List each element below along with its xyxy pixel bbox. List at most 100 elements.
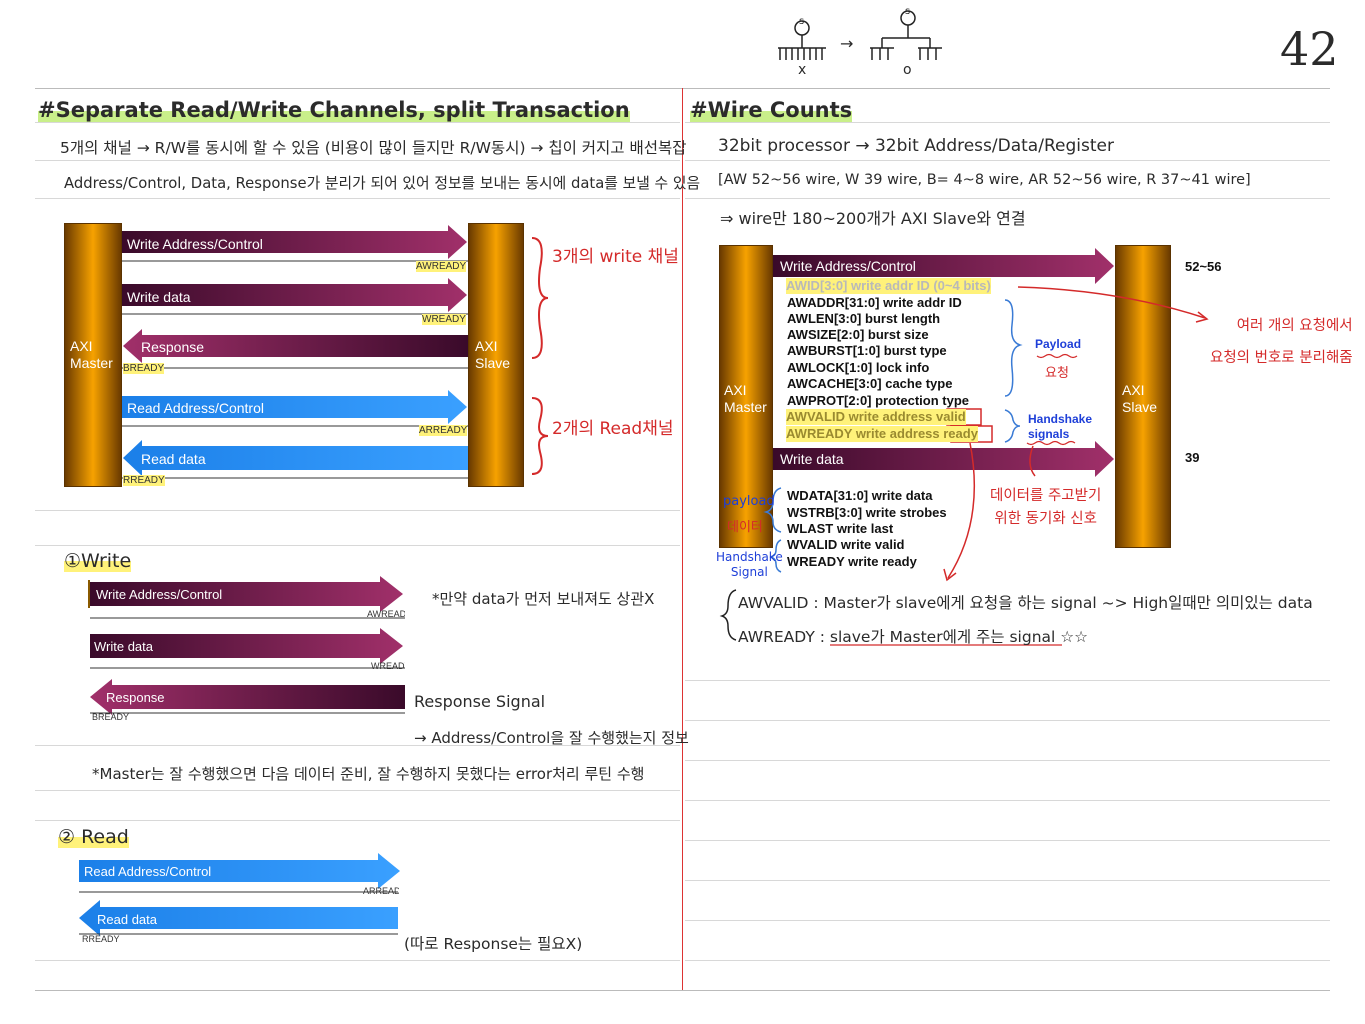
axi-master-box xyxy=(64,223,122,487)
arrow-write-address xyxy=(122,225,467,259)
axi-master-label: AXI Master xyxy=(70,338,113,371)
rule xyxy=(35,960,680,961)
arrow-w-channel xyxy=(773,441,1114,477)
write-heading: ①Write xyxy=(64,550,132,572)
axi-slave-box xyxy=(1115,245,1171,548)
channel-label: Write Address/Control xyxy=(96,587,223,602)
channel-label: Write data xyxy=(94,639,154,654)
aw-signal: AWBURST[1:0] burst type xyxy=(787,343,947,358)
right-title: #Wire Counts xyxy=(690,98,853,122)
right-line2: [AW 52~56 wire, W 39 wire, B= 4~8 wire, … xyxy=(718,172,1251,188)
rule xyxy=(685,720,1330,721)
page-number: 42 xyxy=(1280,22,1339,76)
aw-signal: AWSIZE[2:0] burst size xyxy=(787,327,929,342)
left-line1: 5개의 채널 → R/W를 동시에 할 수 있음 (비용이 많이 들지만 R/W… xyxy=(60,139,687,157)
write-note4: *Master는 잘 수행했으면 다음 데이터 준비, 잘 수행하지 못했다는 … xyxy=(92,765,645,783)
left-line2: Address/Control, Data, Response가 분리가 되어 … xyxy=(64,175,701,192)
rule xyxy=(685,198,1330,199)
rule xyxy=(35,790,680,791)
w-payload-note: 데이터 xyxy=(727,520,763,535)
rule xyxy=(685,122,1330,123)
arrow-aw-channel xyxy=(773,248,1114,284)
w-signal: WLAST write last xyxy=(787,521,894,536)
aw-signal-awid: AWID[3:0] write addr ID (0~4 bits) xyxy=(786,278,991,294)
read-note: (따로 Response는 필요X) xyxy=(404,935,583,953)
arrow-w-address xyxy=(90,576,403,612)
rule xyxy=(685,920,1330,921)
awvalid-definition: AWVALID : Master가 slave에게 요청을 하는 signal … xyxy=(738,594,1313,612)
rule xyxy=(35,122,680,123)
rule xyxy=(35,745,680,746)
axi-slave-box xyxy=(468,223,524,487)
w-payload-label: payload xyxy=(723,494,775,509)
channel-label: Write Address/Control xyxy=(780,258,916,274)
axi-master-label: AXI Master xyxy=(724,382,767,415)
signal-wready: WREADY xyxy=(422,314,466,325)
write-note1: *만약 data가 먼저 보내져도 상관X xyxy=(432,590,655,608)
write-note3: → Address/Control을 잘 수행했는지 정보 xyxy=(414,729,689,747)
channel-label: Write data xyxy=(780,451,844,467)
rule xyxy=(685,960,1330,961)
arrow-r-address xyxy=(79,853,400,889)
arrow-read-address xyxy=(122,390,467,424)
aw-wire-count: 52~56 xyxy=(1185,259,1222,274)
signal-awready: AWREADY xyxy=(416,261,467,272)
arrow-r-data xyxy=(79,900,398,936)
aw-signal: AWCACHE[3:0] cache type xyxy=(787,376,953,391)
signal-arready: ARREADY xyxy=(363,886,399,896)
arrow-read-data xyxy=(123,440,468,476)
signal-bready: BREADY xyxy=(123,363,165,374)
w-handshake-label: Handshake Signal xyxy=(716,550,783,579)
center-margin-line xyxy=(682,88,683,990)
awready-definition: AWREADY : slave가 Master에게 주는 signal ☆☆ xyxy=(738,628,1089,646)
note-id-purpose: 여러 개의 요청에서 요청의 번호로 분리해줌 xyxy=(1210,318,1353,366)
rule xyxy=(685,800,1330,801)
rule xyxy=(35,160,680,161)
signal-rready: RREADY xyxy=(82,934,120,944)
arrow-w-response xyxy=(90,679,405,715)
axi-slave-label: AXI Slave xyxy=(475,338,511,371)
left-title: #Separate Read/Write Channels, split Tra… xyxy=(38,98,630,122)
channel-label: Read Address/Control xyxy=(84,864,212,879)
signal-awready: AWREADY xyxy=(367,609,405,619)
w-wire-count: 39 xyxy=(1185,450,1200,465)
w-signal: WREADY write ready xyxy=(787,554,917,569)
aw-signal: AWADDR[31:0] write addr ID xyxy=(787,295,962,310)
channel-label: Response xyxy=(141,339,205,355)
aw-signal: AWLOCK[1:0] lock info xyxy=(787,360,930,375)
channel-label: Read data xyxy=(97,912,157,927)
payload-note: 요청 xyxy=(1045,366,1069,381)
arrow-write-data xyxy=(122,278,467,312)
channel-label: Write Address/Control xyxy=(127,236,263,252)
channel-label: Response xyxy=(106,690,165,705)
channel-label: Read Address/Control xyxy=(127,400,264,416)
axi-master-box xyxy=(719,245,773,548)
topology-sketch xyxy=(778,10,942,60)
note-sync-purpose: 데이터를 주고받기 위한 동기화 신호 xyxy=(990,488,1102,527)
read-heading: ② Read xyxy=(58,826,129,848)
arrow-response xyxy=(123,329,468,363)
payload-label: Payload xyxy=(1035,337,1082,351)
arrow-w-data xyxy=(90,628,403,664)
sketch-arrow: → xyxy=(840,34,854,53)
w-signal: WDATA[31:0] write data xyxy=(787,488,933,503)
note-write-channels: 3개의 write 채널 xyxy=(552,247,679,267)
right-line1: 32bit processor → 32bit Address/Data/Reg… xyxy=(718,136,1114,156)
aw-signal: AWLEN[3:0] burst length xyxy=(787,311,941,326)
w-signal: WSTRB[3:0] write strobes xyxy=(787,505,947,520)
note-read-channels: 2개의 Read채널 xyxy=(552,419,674,439)
rule xyxy=(685,880,1330,881)
write-note2: Response Signal xyxy=(414,692,546,711)
rule xyxy=(685,760,1330,761)
signal-rready: RREADY xyxy=(123,475,165,486)
signal-bready: BREADY xyxy=(92,712,130,722)
rule xyxy=(35,820,680,821)
rule xyxy=(35,510,680,511)
right-line3: ⇒ wire만 180~200개가 AXI Slave와 연결 xyxy=(720,209,1026,228)
rule xyxy=(685,160,1330,161)
w-signal: WVALID write valid xyxy=(787,537,905,552)
aw-signal-awready: AWREADY write address ready xyxy=(786,426,978,442)
sketch-mark-o: o xyxy=(903,62,912,78)
